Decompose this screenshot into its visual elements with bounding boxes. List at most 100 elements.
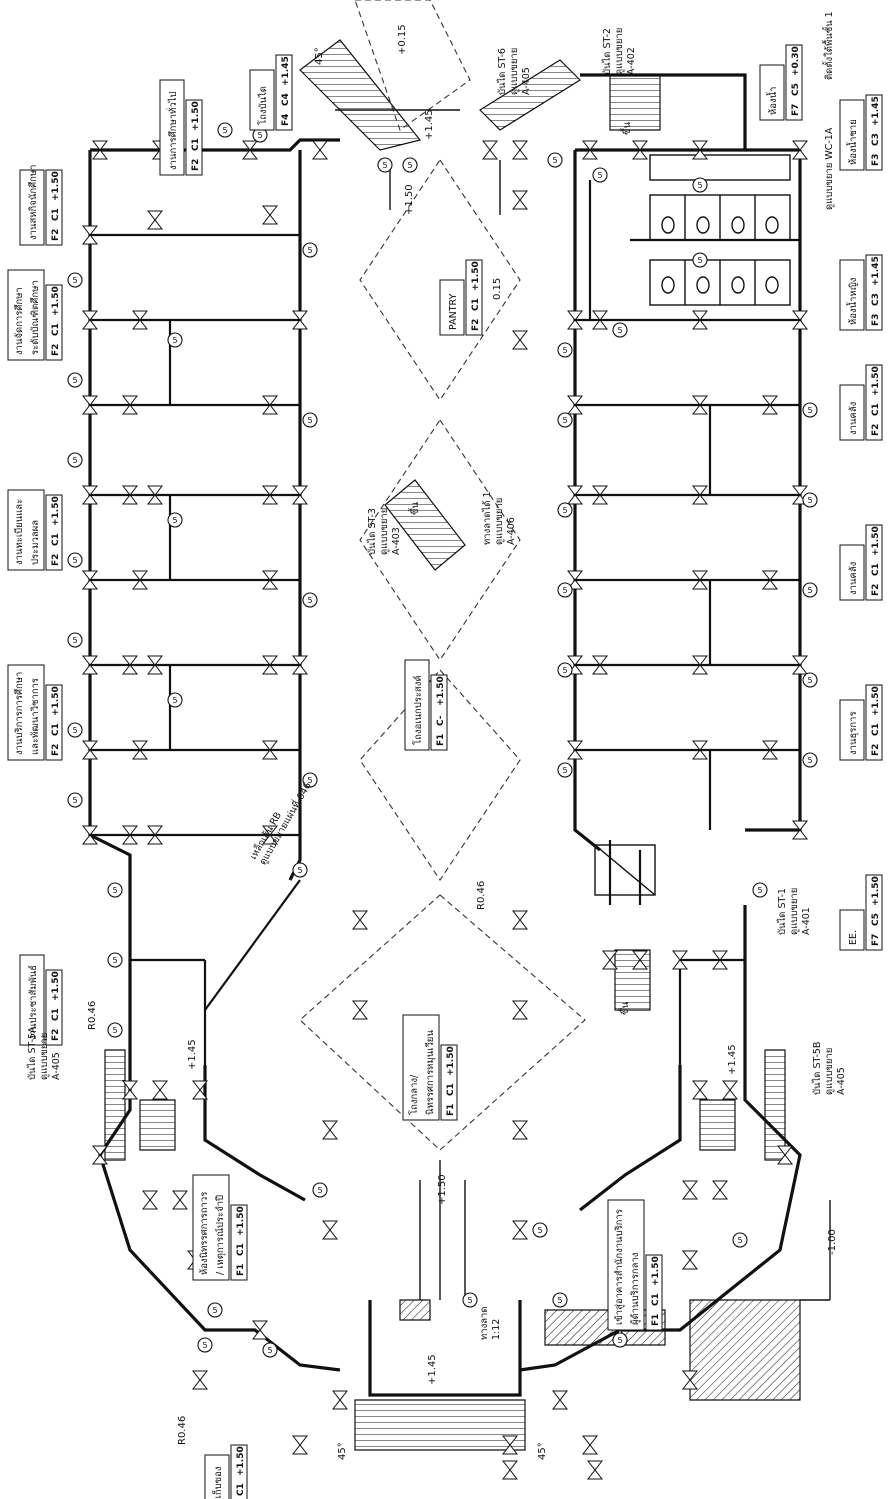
note-sheet: A-405 bbox=[521, 67, 532, 95]
room-tag-floor: F2 bbox=[51, 344, 61, 356]
room-tag-name: ห้องน้ำ bbox=[766, 87, 779, 115]
wall-type-bubble: 5 bbox=[557, 762, 573, 778]
note-sheet: A-401 bbox=[801, 907, 812, 935]
room-tag-floor: F3 bbox=[871, 314, 881, 326]
view-marker-symbol bbox=[261, 825, 279, 845]
view-marker-symbol bbox=[581, 1435, 599, 1455]
wall-type-number: 5 bbox=[563, 666, 568, 675]
view-marker-symbol bbox=[311, 140, 329, 160]
room-tag-name: PANTRY bbox=[448, 293, 459, 330]
wall-type-number: 5 bbox=[308, 596, 313, 605]
view-marker-symbol bbox=[81, 570, 99, 590]
view-marker-symbol bbox=[776, 1145, 794, 1165]
view-marker-symbol bbox=[81, 740, 99, 760]
view-marker-symbol bbox=[511, 140, 529, 160]
reference-note: บันได ST-3 ดูแบบขยาย A-403 bbox=[366, 508, 402, 555]
ramp-label: ทางลาด bbox=[479, 1306, 490, 1340]
view-marker-symbol bbox=[81, 485, 99, 505]
room-tag: งานประชาสัมพันธ์ F2 C1 +1.50 bbox=[19, 954, 63, 1046]
wall-type-number: 5 bbox=[268, 1346, 273, 1355]
level-label: R0.46 bbox=[87, 1001, 98, 1030]
reference-note: ทางลาดได้ 1 ดูแบบขยาย A-406 bbox=[481, 491, 517, 545]
wall-type-bubble: 5 bbox=[67, 632, 83, 648]
wall-type-number: 5 bbox=[563, 416, 568, 425]
wall-type-number: 5 bbox=[73, 796, 78, 805]
room-tag-name-2: และพัฒนาวิชาการ bbox=[30, 678, 41, 755]
room-tag-level: +1.50 bbox=[871, 366, 881, 396]
level-label: R0.46 bbox=[177, 1416, 188, 1445]
view-marker-symbol bbox=[691, 655, 709, 675]
view-marker-symbol bbox=[691, 485, 709, 505]
wall-type-number: 5 bbox=[308, 246, 313, 255]
room-tag: งานคลัง F2 C1 +1.50 bbox=[839, 524, 883, 601]
view-marker-symbol bbox=[511, 1220, 529, 1240]
room-tag-ceiling: C1 bbox=[236, 1483, 246, 1496]
wall-type-bubble: 5 bbox=[557, 502, 573, 518]
view-marker-symbol bbox=[291, 485, 309, 505]
view-marker-symbol bbox=[191, 1370, 209, 1390]
level-label: -1.00 bbox=[827, 1229, 838, 1255]
level-label: +1.45 bbox=[427, 1354, 438, 1385]
wall-type-bubble: 5 bbox=[557, 342, 573, 358]
view-marker-symbol bbox=[146, 825, 164, 845]
room-tag: โถงบันได F4 C4 +1.45 bbox=[249, 54, 293, 131]
wall-type-bubble: 5 bbox=[67, 792, 83, 808]
underfloor-note: ติดตั้งใต้พื้นชั้น 1 bbox=[822, 11, 835, 80]
wall-type-bubble: 5 bbox=[692, 252, 708, 268]
room-tag-ceiling: C1 bbox=[51, 533, 61, 546]
room-tag-level: +1.50 bbox=[651, 1256, 661, 1286]
wall-type-bubble: 5 bbox=[592, 167, 608, 183]
view-marker-symbol bbox=[291, 1435, 309, 1455]
room-tag: โถงอเนกประสงค์ F1 C- +1.50 bbox=[404, 659, 448, 751]
room-tag-level: +1.50 bbox=[871, 686, 881, 716]
room-tag-ceiling: C1 bbox=[51, 723, 61, 736]
wall-type-bubble: 5 bbox=[252, 127, 268, 143]
wall-type-number: 5 bbox=[113, 886, 118, 895]
wall-type-bubble: 5 bbox=[802, 402, 818, 418]
level-label: 0.15 bbox=[492, 278, 503, 300]
reference-note: บันได ST-1 ดูแบบขยาย A-401 bbox=[776, 888, 812, 935]
view-marker-symbol bbox=[261, 485, 279, 505]
open-void-outlines bbox=[299, 0, 586, 1151]
wall-type-bubble: 5 bbox=[802, 582, 818, 598]
view-marker-symbol bbox=[511, 910, 529, 930]
wall-type-bubble: 5 bbox=[67, 722, 83, 738]
restroom-fixtures bbox=[594, 154, 791, 896]
wall-type-bubble: 5 bbox=[552, 1292, 568, 1308]
room-tag: งานธุรการ F2 C1 +1.50 bbox=[839, 684, 883, 761]
room-tag-name: งานบริการการศึกษา bbox=[14, 672, 25, 755]
reference-note: เหล็กเส้น RB ดูแบบขยายแผ่นที่-046 bbox=[246, 780, 313, 867]
note-title: บันได ST-5A bbox=[26, 1026, 38, 1080]
stairs bbox=[104, 39, 801, 1451]
view-marker-symbol bbox=[586, 1460, 604, 1480]
wall-type-bubble: 5 bbox=[302, 592, 318, 608]
wall-type-bubble: 5 bbox=[67, 272, 83, 288]
note-title: บันได ST-2 bbox=[601, 28, 613, 75]
wall-type-number: 5 bbox=[808, 406, 813, 415]
view-marker-symbol bbox=[511, 330, 529, 350]
room-tag-level: +1.50 bbox=[871, 526, 881, 556]
room-tag-level: +1.50 bbox=[191, 101, 201, 131]
note-title: ทางลาดได้ 1 bbox=[481, 491, 493, 545]
note-ref: ดูแบบขยาย bbox=[39, 1033, 50, 1080]
wall-type-bubble: 5 bbox=[67, 452, 83, 468]
room-tag-ceiling: C1 bbox=[651, 1293, 661, 1306]
view-marker-symbol bbox=[691, 740, 709, 760]
room-tag-name: งานคลัง bbox=[848, 402, 859, 435]
room-tag-floor: F2 bbox=[871, 424, 881, 436]
room-tag-level: +1.50 bbox=[51, 171, 61, 201]
room-tag-name: โถงบันได bbox=[257, 86, 269, 125]
wall-type-bubble: 5 bbox=[302, 412, 318, 428]
view-marker-symbol bbox=[711, 1180, 729, 1200]
room-tag: ห้องน้ำชาย F3 C3 +1.45 bbox=[839, 94, 883, 171]
view-marker-symbol bbox=[631, 950, 649, 970]
wall-type-number: 5 bbox=[808, 496, 813, 505]
view-marker-symbol bbox=[511, 190, 529, 210]
wall-type-bubble: 5 bbox=[107, 882, 123, 898]
room-tag-name-2: นิทรรศการหมุนเวียน bbox=[424, 1030, 436, 1115]
room-tag-name: EE. bbox=[848, 930, 859, 945]
view-marker-symbol bbox=[171, 1190, 189, 1210]
wall-type-number: 5 bbox=[698, 181, 703, 190]
view-marker-symbol bbox=[581, 140, 599, 160]
